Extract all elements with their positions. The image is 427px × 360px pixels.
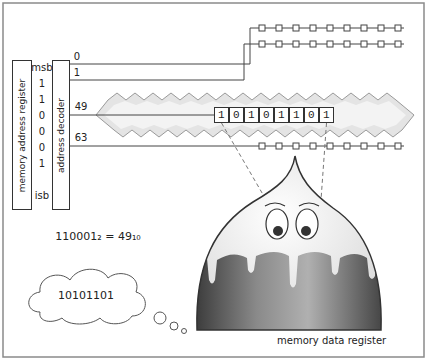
- word-line: [70, 44, 404, 80]
- memory-cell: [361, 143, 367, 149]
- bit-value: 0: [233, 110, 240, 121]
- memory-cell: [344, 143, 350, 149]
- decoder-box: address decoder: [52, 60, 70, 210]
- memory-cell: [327, 25, 333, 31]
- bit-value: 0: [39, 127, 45, 137]
- character-figure: [185, 152, 390, 352]
- bit-position: msb: [31, 63, 52, 73]
- bit-value: 1: [39, 79, 45, 89]
- memory-cell: [327, 41, 333, 47]
- pupil: [273, 226, 283, 236]
- memory-cell: [310, 143, 316, 149]
- bit-value: 1: [39, 95, 45, 105]
- line-number: 0: [74, 52, 80, 62]
- word-line: [70, 146, 404, 147]
- thought-bubble: [154, 312, 166, 324]
- memory-cell: [344, 25, 350, 31]
- memory-cell: [293, 41, 299, 47]
- frame: [3, 3, 424, 357]
- bit-value: 1: [278, 110, 285, 121]
- memory-cell: [310, 41, 316, 47]
- memory-cell: [276, 143, 282, 149]
- box-label: address decoder: [56, 98, 65, 173]
- memory-cell: [276, 25, 282, 31]
- register-name: memory data register: [277, 336, 386, 346]
- bit-value: 0: [39, 111, 45, 121]
- memory-cell: [310, 25, 316, 31]
- thought-bubble: [182, 329, 187, 334]
- bit-value: 1: [39, 159, 45, 169]
- bit-cell: 1: [274, 107, 289, 123]
- decoder-wires: [70, 28, 404, 146]
- bit-cell: 0: [229, 107, 244, 123]
- dashed-leader: [321, 123, 327, 200]
- memory-cell: [361, 25, 367, 31]
- thought-text: 10101101: [58, 290, 114, 301]
- bit-value: 0: [308, 110, 315, 121]
- character: memory data register: [185, 152, 390, 352]
- bit-cell: 1: [214, 107, 229, 123]
- bit-cell: 0: [304, 107, 319, 123]
- bit-position: isb: [35, 191, 49, 201]
- bit-cell: 0: [259, 107, 274, 123]
- memory-cell: [259, 41, 265, 47]
- bit-value: 1: [323, 110, 330, 121]
- box-label: memory address register: [18, 78, 27, 191]
- thought-bubbles: [154, 312, 187, 334]
- conversion-note: 110001₂ = 49₁₀: [55, 231, 140, 242]
- memory-cell: [378, 25, 384, 31]
- bit-value: 1: [248, 110, 255, 121]
- eyebrows: [265, 203, 319, 206]
- cloud-shape: [29, 269, 146, 324]
- eye: [296, 209, 318, 239]
- memory-cell: [259, 25, 265, 31]
- memory-cell: [293, 143, 299, 149]
- bit-value: 0: [263, 110, 270, 121]
- memory-cell: [395, 25, 401, 31]
- memory-cell: [259, 143, 265, 149]
- memory-cell: [327, 143, 333, 149]
- memory-cell: [378, 41, 384, 47]
- word-line: [70, 28, 404, 64]
- line-number: 1: [74, 68, 80, 78]
- memory-cell: [395, 143, 401, 149]
- thought-cloud: 10101101: [20, 262, 152, 326]
- bit-value: 1: [218, 110, 225, 121]
- line-number: 63: [75, 133, 88, 143]
- word-line: [70, 115, 214, 116]
- memory-cell: [395, 41, 401, 47]
- line-number: 49: [75, 102, 88, 112]
- thought-bubble: [170, 322, 178, 330]
- memory-cell: [361, 41, 367, 47]
- character-outline: [197, 156, 381, 330]
- bit-cell: 1: [244, 107, 259, 123]
- memory-cell: [378, 143, 384, 149]
- bit-cell: 1: [289, 107, 304, 123]
- register-box: memory address register: [12, 60, 32, 210]
- dark-body: [185, 252, 390, 352]
- memory-cell: [293, 25, 299, 31]
- bit-value: 1: [293, 110, 300, 121]
- memory-cell: [344, 41, 350, 47]
- dashed-leader: [222, 123, 266, 198]
- eye: [266, 209, 288, 239]
- pupil: [301, 226, 311, 236]
- bit-value: 0: [39, 143, 45, 153]
- memory-cell: [276, 41, 282, 47]
- memory-cells: [259, 25, 401, 149]
- bit-cell: 1: [319, 107, 334, 123]
